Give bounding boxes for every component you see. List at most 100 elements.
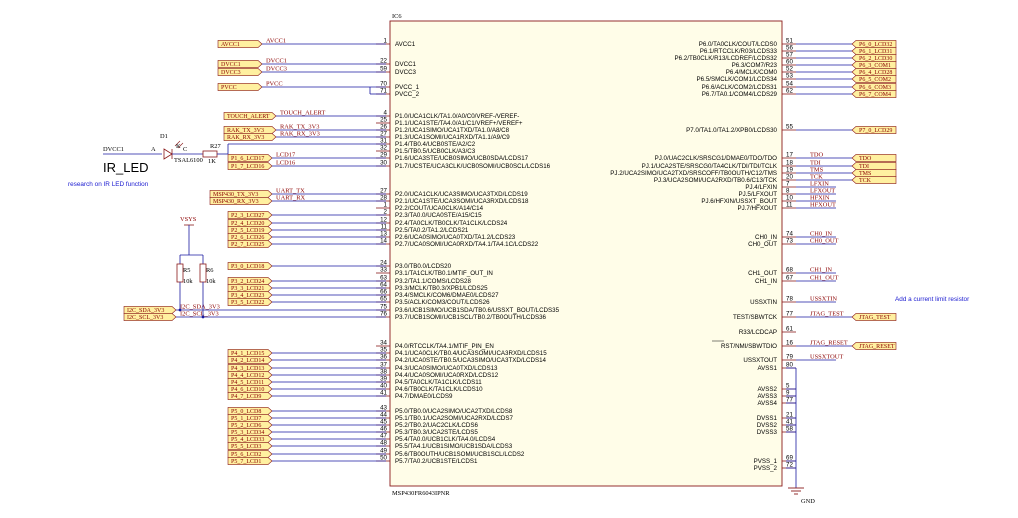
left-pin-name: P2.1/UCA1STE/UCA3SOMI/UCA3RXD/LCDS18 <box>395 198 529 205</box>
net-port-tag <box>227 457 273 465</box>
left-pin-name: P4.1/UCA0CLK/TB0.4/UCA3SOMI/UCA3RXD/LCDS… <box>395 350 547 357</box>
net-name: TDI <box>810 160 821 167</box>
right-pin-number: 53 <box>786 73 793 80</box>
right-pin-number: 20 <box>786 174 793 181</box>
left-pin-name: P1.1/UCA1STE/TA4.0/A1/C1/VREF+/VEREF+ <box>395 120 523 127</box>
left-pin-number: 30 <box>380 160 387 167</box>
right-pin-number: 60 <box>786 59 793 66</box>
net-port-label: P7_0_LCD29 <box>859 128 892 134</box>
net-port-tag <box>223 133 277 141</box>
ir-led-diode-icon <box>163 148 173 160</box>
net-name: I2C_SCL_3V3 <box>180 311 219 318</box>
net-port-label: RAK_RX_3V3 <box>227 135 264 141</box>
ir-led-ref: D1 <box>160 133 168 140</box>
net-name: LCD16 <box>276 160 295 167</box>
left-pin-number: 24 <box>380 260 387 267</box>
net-port-label: P3_0_LCD18 <box>231 264 264 270</box>
left-pin-name: P5.5/TA4.1/UCB1SIMO/UCB1SDA/LCDS3 <box>395 443 513 450</box>
right-pin-name: PJ.0/UAC2CLK/SRSCG1/DMAE0/TDO/TDO <box>655 155 778 162</box>
left-pin-name: P4.2/UCA0STE/TB0.5/UCA3SIMO/UCA3TXD/LCDS… <box>395 357 547 364</box>
net-port-tag <box>227 421 273 429</box>
right-pin-number: 80 <box>786 362 793 369</box>
right-net-labels: LFXINLFXOUTHFXINHFXOUTCH0_INCH0_OUTCH1_I… <box>796 181 843 361</box>
net-name: I2C_SDA_3V3 <box>180 304 220 311</box>
right-pin-name: P6.6/ACLK/COM2/LCDS31 <box>702 84 778 91</box>
net-port-tag <box>227 226 273 234</box>
right-pin-name: P6.1/RTCCLK/R03/LCDS33 <box>700 48 778 55</box>
left-pin-name: P5.1/TB0.1/UCA2SOMI/UCA2RXD/LCDS7 <box>395 415 514 422</box>
right-pin-name: P7.0/TA1.0/TA1.2/XPB0/LCDS30 <box>686 127 777 134</box>
right-pin-name: P6.7/TA0.1/COM4/LCDS29 <box>702 91 778 98</box>
net-name: UART_RX <box>276 195 305 202</box>
chip-part: MSP430FR6043IPNR <box>392 490 450 497</box>
net-port-tag <box>227 154 273 162</box>
net-port-label: P4_4_LCD12 <box>231 373 264 379</box>
net-port-tag <box>851 126 897 134</box>
net-port-tag <box>851 162 897 170</box>
left-pin-name: P3.6/UCB1SIMO/UCB1SDA/TB0.6/USSXT_BOUT/L… <box>395 307 560 314</box>
net-name: JTAG_TEST <box>810 311 844 318</box>
net-port-tag <box>227 442 273 450</box>
net-port-tag <box>227 162 273 170</box>
right-pin-name: PJ.3/UCA2SOMI/UCA2RXD/TB0.6/C13/TCK <box>654 177 778 184</box>
right-net-tags: P6_0_LCD32P6_1_LCD31P6_2_LCD30P6_3_COM1P… <box>796 40 897 350</box>
left-pin-name: P4.6/TB0CLK/TA1CLK/LCDS10 <box>395 386 483 393</box>
r6-value: 10k <box>206 278 216 285</box>
left-pin-name: P4.4/UCA0SOMI/UCA0RXD/LCDS12 <box>395 372 499 379</box>
net-name: TOUCH_ALERT <box>280 110 325 117</box>
net-port-tag <box>227 385 273 393</box>
net-port-tag <box>227 284 273 292</box>
net-port-label: DVCC1 <box>221 62 241 68</box>
net-port-tag <box>851 313 897 321</box>
right-pin-name: RST/NMI/SBWTDIO <box>721 343 777 350</box>
ir-resistor-value: 1K <box>208 158 216 165</box>
right-pin-name: PJ.2/UCA2SIMO/UCA2TXD/SRSCOFF/TB0OUTH/C1… <box>610 170 777 177</box>
right-pin-number: 62 <box>786 88 793 95</box>
net-port-label: JTAG_RESET <box>859 344 895 350</box>
net-port-tag <box>851 342 897 350</box>
left-pin-name: P3.4/SMCLK/COM6/DMAE0/LCDS27 <box>395 292 499 299</box>
net-port-label: P4_7_LCD9 <box>231 394 261 400</box>
left-pin-number: 48 <box>380 440 387 447</box>
left-pin-name: P5.4/TA0.0/UCB1CLK/TA4.0/LCDS4 <box>395 436 496 443</box>
left-pin-number: 35 <box>380 347 387 354</box>
right-pin-name: PJ.6/HFXIN/USSXT_BOUT <box>701 198 777 205</box>
left-pin-number: 71 <box>380 88 387 95</box>
net-port-label: P5_4_LCD33 <box>231 437 264 443</box>
right-pin-name: PJ.1/UCA2STE/SRSCG0/TA4CLK/TDI/TDI/TCLK <box>642 163 778 170</box>
ir-led-note: research on IR LED function <box>68 181 149 188</box>
net-name: LFXOUT <box>810 188 835 195</box>
net-port-label: P6_5_COM2 <box>859 77 891 83</box>
net-port-tag <box>851 54 897 62</box>
net-name: HFXOUT <box>810 202 836 209</box>
right-pin-name: DVSS3 <box>757 429 778 436</box>
left-pin-number: 13 <box>380 231 387 238</box>
net-port-tag <box>123 313 177 321</box>
net-port-label: P3_2_LCD24 <box>231 279 264 285</box>
net-port-tag <box>209 190 273 198</box>
net-name: RAK_RX_3V3 <box>280 131 320 138</box>
net-port-label: P2_6_LCD26 <box>231 235 264 241</box>
net-port-label: P5_2_LCD6 <box>231 423 261 429</box>
left-pin-name: P1.0/UCA1CLK/TA1.0/A0/C0/VREF-/VEREF- <box>395 113 519 120</box>
net-port-label: I2C_SDA_3V3 <box>127 308 164 314</box>
net-port-label: P5_0_LCD8 <box>231 409 261 415</box>
net-name: CH0_OUT <box>810 238 838 245</box>
left-pin-name: P1.4/TB0.4/UCB0STE/A2/C2 <box>395 141 476 148</box>
right-pin-name: CH1_OUT <box>748 270 777 277</box>
net-name: TDO <box>810 152 824 159</box>
left-pin-name: P1.3/UCA1SOMI/UCA1RXD/TA1.1/A9/C9 <box>395 134 510 141</box>
left-pin-name: P2.5/TA0.2/TA1.2/LCDS21 <box>395 227 469 234</box>
left-pin-number: 47 <box>380 433 387 440</box>
right-pin-number: 57 <box>786 52 793 59</box>
left-pin-number: 46 <box>380 426 387 433</box>
net-port-tag <box>851 169 897 177</box>
net-port-label: P3_4_LCD23 <box>231 293 264 299</box>
left-pin-number: 25 <box>380 117 387 124</box>
left-net-tags: AVCC1AVCC1DVCC1DVCC1DVCC3DVCC3PVCCPVCCTO… <box>123 38 386 465</box>
i2c-pullup-circuit: VSYS R5 10k R6 10k <box>176 216 216 319</box>
net-port-label: P4_5_LCD11 <box>231 380 264 386</box>
net-port-label: P3_3_LCD21 <box>231 286 264 292</box>
right-pin-name: PVSS_2 <box>754 465 778 472</box>
